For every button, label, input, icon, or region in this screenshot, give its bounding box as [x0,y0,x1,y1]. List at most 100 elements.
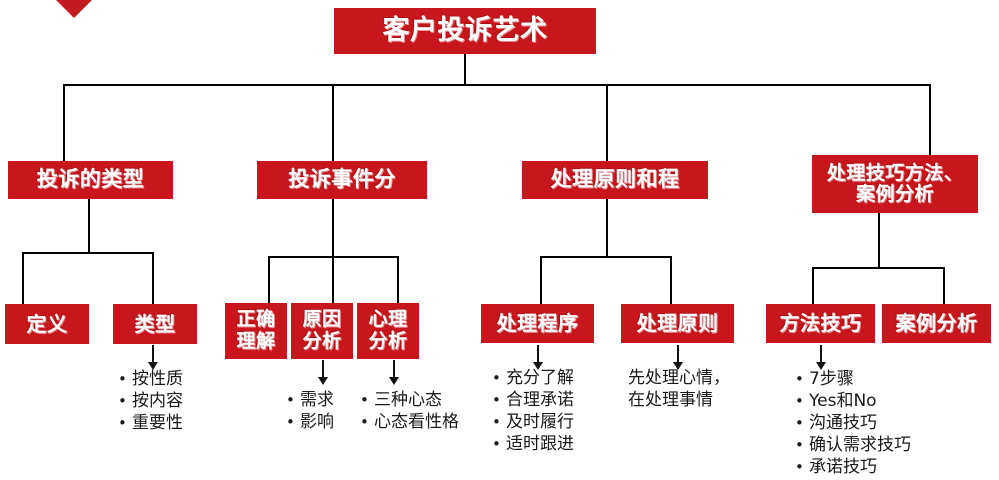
list-item-label: 三种心态 [374,390,442,410]
list-item-label: 适时跟进 [506,434,574,455]
red-triangle-decoration [38,0,110,18]
bullet-icon: • [492,435,501,454]
node-psychology-analysis[interactable]: 心理 分析 [357,303,419,359]
arrow-psychology-to-list [389,360,399,385]
arrow-procedure-to-list [533,345,543,370]
list-item-label: 及时履行 [506,412,574,433]
list-item: • 7步骤 [795,368,911,390]
list-item-label: 心态看性格 [374,412,459,433]
node-handling-skills-label-line2: 案例分析 [855,183,934,205]
arrow-cause-to-list [318,360,328,385]
connector-principles-bus [540,256,671,258]
node-handling-principles[interactable]: 处理原则和程 [522,161,708,199]
node-complaint-events[interactable]: 投诉事件分 [257,161,427,199]
node-case-analysis-label: 案例分析 [895,311,978,336]
arrow-principle-to-list [673,345,683,370]
list-item: • 充分了解 [492,367,574,389]
connector-types-stem [88,199,90,253]
node-complaint-types-label: 投诉的类型 [36,167,145,192]
list-item: • 心态看性格 [360,411,459,433]
node-handling-procedure-label: 处理程序 [496,311,579,336]
list-item: • 影响 [286,411,334,433]
node-cause-analysis-line1: 原因 [302,308,342,331]
list-item-label: 充分了解 [506,368,574,388]
list-item-label: 按内容 [132,391,183,412]
node-handling-principle-label: 处理原则 [636,311,719,336]
node-handling-principle[interactable]: 处理原则 [621,304,734,343]
list-item: • 承诺技巧 [795,456,911,478]
bullet-icon: • [795,436,804,455]
bullet-icon: • [118,392,127,411]
list-methods: • 7步骤 • Yes和No • 沟通技巧 • 确认需求技巧 • 承诺技巧 [795,368,911,478]
list-item-label: 按性质 [132,369,183,389]
connector-drop-skills [929,84,931,156]
list-item-label: Yes和No [809,391,877,412]
connector-principles-stem [606,199,608,257]
connector-skills-bus [812,267,944,269]
list-item-label: 沟通技巧 [809,413,877,434]
connector-skills-to-methods [812,267,814,304]
node-category-label: 类型 [134,311,176,336]
node-definition[interactable]: 定义 [5,304,89,344]
node-handling-principles-label: 处理原则和程 [550,167,680,192]
node-root[interactable]: 客户投诉艺术 [334,8,596,54]
list-item: • 按性质 [118,368,183,390]
bullet-icon: • [360,391,369,409]
node-handling-procedure[interactable]: 处理程序 [481,304,594,343]
connector-drop-principles [606,84,608,163]
node-cause-analysis[interactable]: 原因 分析 [291,303,353,359]
connector-skills-to-case [943,267,945,304]
list-item-label: 承诺技巧 [809,457,877,478]
bullet-icon: • [795,370,804,388]
text-handling-principle: 先处理心情， 在处理事情 [628,367,730,411]
connector-main-bus [63,84,929,86]
node-methods-skills[interactable]: 方法技巧 [766,304,875,343]
bullet-icon: • [118,414,127,433]
connector-events-stem [332,199,334,257]
list-item: • 确认需求技巧 [795,434,911,456]
node-handling-skills-label-line1: 处理技巧方法、 [826,161,964,184]
node-correct-understanding[interactable]: 正确 理解 [225,303,287,359]
list-item-label: 重要性 [132,413,183,434]
connector-types-to-category [152,252,154,304]
list-item: • 沟通技巧 [795,412,911,434]
bullet-icon: • [492,413,501,432]
list-item: • 合理承诺 [492,389,574,411]
list-item-label: 7步骤 [809,369,854,389]
bullet-icon: • [795,392,804,411]
node-correct-understanding-line1: 正确 [236,308,276,331]
connector-types-to-definition [22,252,24,304]
bullet-icon: • [492,369,501,387]
bullet-icon: • [492,391,501,410]
list-item: • Yes和No [795,390,911,412]
node-handling-skills[interactable]: 处理技巧方法、 案例分析 [812,155,978,213]
text-line: 先处理心情， [628,368,730,388]
connector-drop-events [332,84,334,163]
connector-types-bus [22,252,153,254]
connector-root-stem [464,54,466,85]
connector-events-to-cause [332,256,334,304]
list-psychology: • 三种心态 • 心态看性格 [360,389,459,433]
node-complaint-types[interactable]: 投诉的类型 [8,161,173,199]
list-item: • 三种心态 [360,389,459,411]
list-cause: • 需求 • 影响 [286,389,334,433]
connector-principles-to-procedure [540,256,542,304]
node-case-analysis[interactable]: 案例分析 [882,304,991,343]
node-category[interactable]: 类型 [113,304,197,344]
list-item: • 按内容 [118,390,183,412]
bullet-icon: • [286,413,295,432]
list-item: • 适时跟进 [492,433,574,455]
text-line: 在处理事情 [628,390,713,411]
arrow-category-to-list [148,345,158,370]
node-complaint-events-label: 投诉事件分 [288,167,396,192]
node-psychology-analysis-line2: 分析 [368,330,408,352]
list-item-label: 需求 [300,390,334,410]
list-procedure: • 充分了解 • 合理承诺 • 及时履行 • 适时跟进 [492,367,574,455]
list-item-label: 确认需求技巧 [809,435,911,456]
bullet-icon: • [795,458,804,477]
connector-drop-types [63,84,65,163]
bullet-icon: • [795,414,804,433]
list-item: • 及时履行 [492,411,574,433]
list-item-label: 合理承诺 [506,390,574,411]
